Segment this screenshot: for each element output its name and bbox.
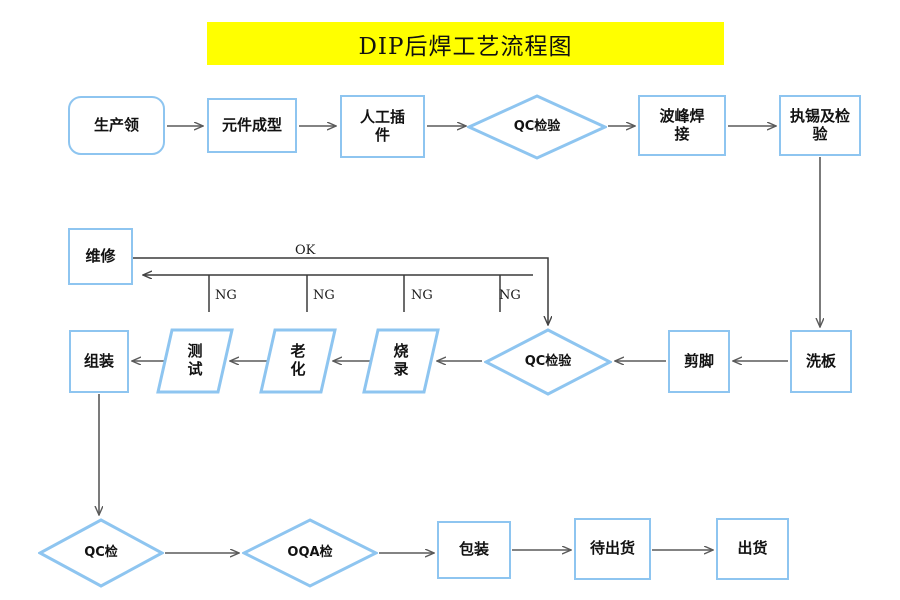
node-n1[interactable]: 生产领 xyxy=(68,96,165,155)
node-n4[interactable]: QC检验 xyxy=(467,94,607,160)
node-n17[interactable]: 包装 xyxy=(437,521,511,579)
node-label: 组装 xyxy=(83,351,114,370)
node-label: 人工插 件 xyxy=(359,107,405,144)
diamond-shape xyxy=(467,94,607,160)
node-label: 待出货 xyxy=(589,539,635,558)
node-n16[interactable]: OQA检 xyxy=(242,518,378,588)
node-n19[interactable]: 出货 xyxy=(716,518,789,580)
node-label: 出货 xyxy=(737,539,768,558)
node-n14[interactable]: 维修 xyxy=(68,228,133,285)
node-label: 老 化 xyxy=(290,342,306,378)
node-n11[interactable]: 老 化 xyxy=(259,328,337,394)
node-label: 生产领 xyxy=(93,115,139,134)
node-label: 包装 xyxy=(458,540,489,559)
node-label: 维修 xyxy=(85,246,116,265)
node-n13[interactable]: 组装 xyxy=(69,330,129,393)
edge-label-ng1: NG xyxy=(215,288,237,303)
page-title: DIP后焊工艺流程图 xyxy=(358,33,573,60)
node-label: OQA检 xyxy=(287,545,333,561)
node-label: 执锡及检 验 xyxy=(789,106,850,143)
diamond-shape xyxy=(242,518,378,588)
node-n8[interactable]: 剪脚 xyxy=(668,330,730,393)
node-label: 测 试 xyxy=(187,342,203,378)
ok-return-path xyxy=(133,257,548,325)
node-n15[interactable]: QC检 xyxy=(38,518,164,588)
diamond-shape xyxy=(38,518,164,588)
node-n12[interactable]: 测 试 xyxy=(156,328,234,394)
ng-bus-path xyxy=(143,275,533,312)
node-n3[interactable]: 人工插 件 xyxy=(340,95,425,158)
node-label: 洗板 xyxy=(805,351,836,370)
edge-label-ng4: NG xyxy=(499,288,521,303)
edge-label-ok: OK xyxy=(295,243,316,258)
node-n10[interactable]: 烧 录 xyxy=(362,328,440,394)
node-label: 剪脚 xyxy=(683,351,714,370)
node-label: QC检 xyxy=(84,545,118,561)
parallelogram-shape xyxy=(156,328,234,394)
node-label: 波峰焊 接 xyxy=(659,106,705,143)
node-n5[interactable]: 波峰焊 接 xyxy=(638,95,726,156)
edge-label-ng2: NG xyxy=(313,288,335,303)
node-n2[interactable]: 元件成型 xyxy=(207,98,297,153)
node-n18[interactable]: 待出货 xyxy=(574,518,651,580)
edge-label-ng3: NG xyxy=(411,288,433,303)
node-n7[interactable]: 洗板 xyxy=(790,330,852,393)
node-label: 烧 录 xyxy=(393,342,409,378)
node-n6[interactable]: 执锡及检 验 xyxy=(779,95,861,156)
node-label: QC检验 xyxy=(524,354,572,370)
node-n9[interactable]: QC检验 xyxy=(484,328,612,396)
node-label: 元件成型 xyxy=(221,115,282,134)
diagram-title-band: DIP后焊工艺流程图 xyxy=(207,22,724,65)
parallelogram-shape xyxy=(362,328,440,394)
node-label: QC检验 xyxy=(513,119,561,135)
parallelogram-shape xyxy=(259,328,337,394)
diamond-shape xyxy=(484,328,612,396)
